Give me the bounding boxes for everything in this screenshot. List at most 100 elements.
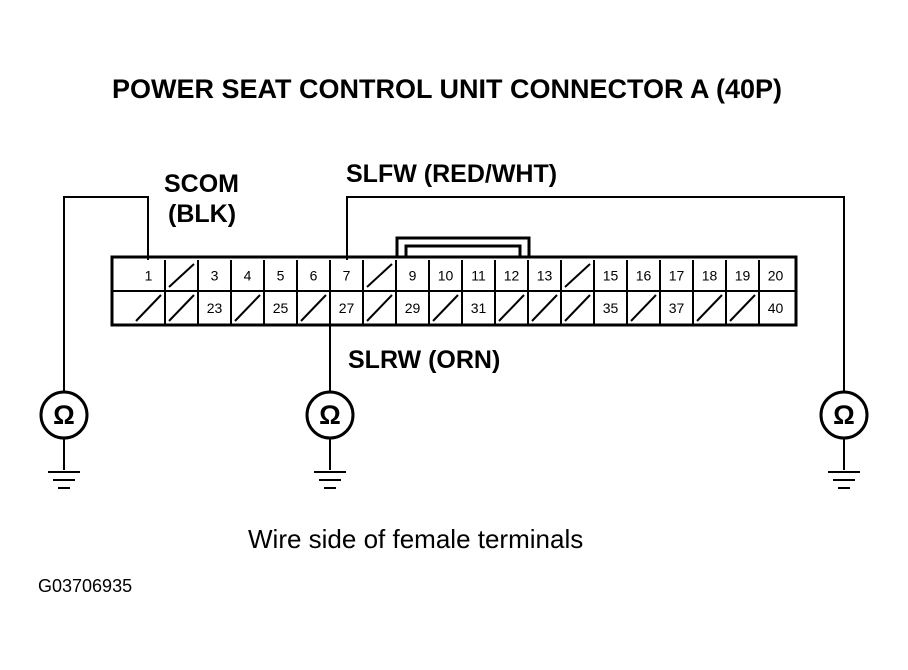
scom-wire	[63, 196, 149, 392]
ground-right-icon	[828, 471, 860, 489]
terminal-number: 40	[768, 300, 784, 316]
terminal-number: 7	[343, 268, 351, 284]
slfw-wire	[346, 196, 845, 392]
terminal-empty	[234, 291, 265, 325]
connector-lock-tab	[395, 236, 531, 257]
unused-terminal-slash	[498, 294, 525, 322]
terminal-4: 4	[244, 260, 265, 291]
terminal-empty	[300, 291, 331, 325]
unused-terminal-slash	[366, 294, 393, 322]
terminal-number: 35	[603, 300, 619, 316]
connector-bottom-row: 23 25 27 29 31 35 37 40	[135, 291, 784, 325]
ohm-icon: Ω	[53, 400, 75, 430]
terminal-number: 19	[735, 268, 751, 284]
diagram-title: POWER SEAT CONTROL UNIT CONNECTOR A (40P…	[112, 74, 782, 104]
scom-color-label: (BLK)	[168, 200, 236, 228]
unused-terminal-slash	[168, 263, 195, 288]
terminal-number: 6	[310, 268, 318, 284]
terminal-29: 29	[405, 291, 430, 325]
terminal-number: 10	[438, 268, 454, 284]
ohmmeter-center: Ω	[305, 390, 355, 489]
terminal-5: 5	[277, 260, 298, 291]
terminal-empty	[135, 291, 166, 325]
terminal-empty	[432, 291, 463, 325]
terminal-number: 3	[211, 268, 219, 284]
caption: Wire side of female terminals	[248, 524, 583, 554]
ohmmeter-left: Ω	[39, 390, 89, 489]
terminal-9: 9	[409, 260, 430, 291]
terminal-10: 10	[438, 260, 463, 291]
terminal-empty	[168, 260, 199, 291]
terminal-20: 20	[768, 268, 784, 284]
terminal-number: 15	[603, 268, 619, 284]
terminal-number: 4	[244, 268, 252, 284]
terminal-number: 23	[207, 300, 223, 316]
unused-terminal-slash	[696, 294, 723, 322]
terminal-35: 35	[603, 291, 628, 325]
terminal-27: 27	[339, 291, 364, 325]
terminal-empty	[168, 291, 199, 325]
unused-terminal-slash	[366, 263, 393, 288]
terminal-17: 17	[669, 260, 694, 291]
terminal-7: 7	[343, 260, 364, 291]
terminal-empty	[564, 291, 595, 325]
slrw-label: SLRW (ORN)	[348, 346, 500, 374]
terminal-empty	[696, 291, 727, 325]
terminal-empty	[498, 291, 529, 325]
figure-code: G03706935	[38, 576, 132, 596]
terminal-11: 11	[471, 260, 496, 291]
terminal-empty	[630, 291, 661, 325]
terminal-1: 1	[145, 260, 166, 291]
unused-terminal-slash	[564, 294, 591, 322]
terminal-number: 20	[768, 268, 784, 284]
terminal-number: 37	[669, 300, 685, 316]
terminal-empty	[531, 291, 562, 325]
terminal-6: 6	[310, 260, 331, 291]
terminal-number: 11	[471, 268, 486, 284]
terminal-25: 25	[273, 291, 298, 325]
unused-terminal-slash	[531, 294, 558, 322]
unused-terminal-slash	[234, 294, 261, 322]
unused-terminal-slash	[729, 294, 756, 322]
ground-left-icon	[48, 471, 80, 489]
terminal-18: 18	[702, 260, 727, 291]
terminal-37: 37	[669, 291, 694, 325]
ohm-icon: Ω	[833, 400, 855, 430]
terminal-40: 40	[768, 300, 784, 316]
terminal-empty	[366, 291, 397, 325]
scom-label: SCOM	[164, 170, 239, 198]
terminal-empty	[729, 291, 760, 325]
unused-terminal-slash	[300, 294, 327, 322]
terminal-13: 13	[537, 260, 562, 291]
terminal-3: 3	[211, 260, 232, 291]
ohmmeter-right: Ω	[819, 390, 869, 489]
terminal-16: 16	[636, 260, 661, 291]
unused-terminal-slash	[432, 294, 459, 322]
terminal-12: 12	[504, 260, 529, 291]
slfw-label: SLFW (RED/WHT)	[346, 160, 557, 188]
unused-terminal-slash	[564, 263, 591, 288]
terminal-number: 29	[405, 300, 421, 316]
terminal-number: 13	[537, 268, 553, 284]
unused-terminal-slash	[168, 294, 195, 322]
terminal-31: 31	[471, 291, 496, 325]
terminal-empty	[366, 260, 397, 291]
terminal-number: 17	[669, 268, 685, 284]
terminal-number: 1	[145, 268, 153, 284]
terminal-number: 25	[273, 300, 289, 316]
ohm-icon: Ω	[319, 400, 341, 430]
terminal-number: 31	[471, 300, 487, 316]
unused-terminal-slash	[630, 294, 657, 322]
terminal-23: 23	[207, 291, 232, 325]
terminal-number: 27	[339, 300, 355, 316]
terminal-number: 18	[702, 268, 718, 284]
terminal-15: 15	[603, 260, 628, 291]
unused-terminal-slash	[135, 294, 162, 322]
terminal-number: 16	[636, 268, 652, 284]
terminal-19: 19	[735, 260, 760, 291]
terminal-empty	[564, 260, 595, 291]
ground-center-icon	[314, 471, 346, 489]
